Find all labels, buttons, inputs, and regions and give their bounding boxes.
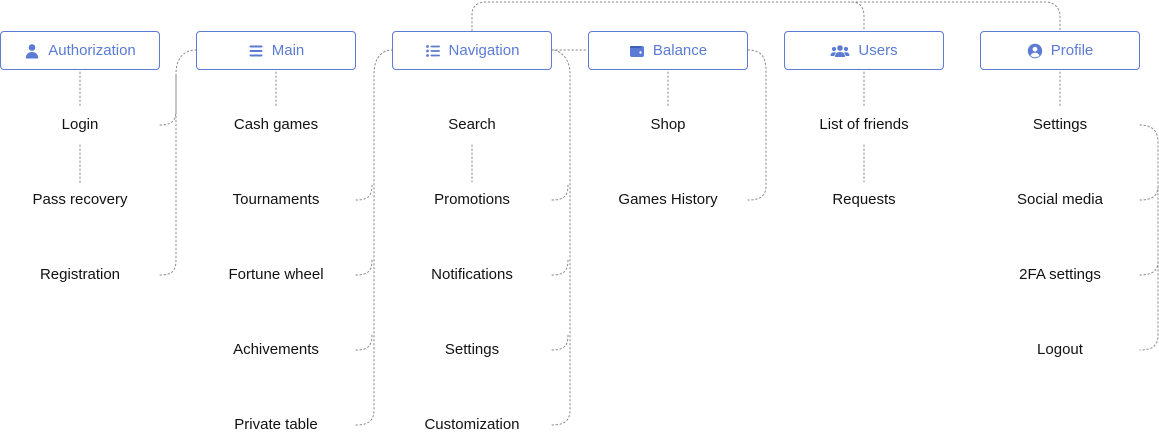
connector-main-to-navigation — [355, 49, 393, 426]
column-title: Profile — [1050, 42, 1094, 59]
column-main: Main Cash games Tournaments Fortune whee… — [196, 0, 356, 445]
list-item-settings[interactable]: Settings — [444, 341, 500, 358]
list-item-2fa-settings[interactable]: 2FA settings — [1019, 266, 1101, 283]
list-item-private-table[interactable]: Private table — [234, 416, 318, 433]
connector-profile-bracket — [1139, 124, 1159, 351]
connector-main-tick-1 — [355, 259, 373, 276]
list-item-requests[interactable]: Requests — [832, 191, 896, 208]
column-title: Main — [271, 42, 305, 59]
list-item-list-of-friends[interactable]: List of friends — [819, 116, 909, 133]
column-users: Users List of friends Requests — [784, 0, 944, 445]
authorization-header-button[interactable]: Authorization — [0, 31, 160, 70]
connector-auth-registration-bracket — [159, 73, 177, 276]
list-item-search[interactable]: Search — [448, 116, 496, 133]
list-item-promotions[interactable]: Promotions — [434, 191, 510, 208]
list-item-logout[interactable]: Logout — [1037, 341, 1083, 358]
list-item-tournaments[interactable]: Tournaments — [232, 191, 320, 208]
column-balance: Balance Shop Games History — [588, 0, 748, 445]
connector-main-tick-2 — [355, 334, 373, 351]
connector-auth-login-to-main — [159, 49, 197, 126]
users-icon — [830, 43, 850, 59]
balance-header-button[interactable]: Balance — [588, 31, 748, 70]
connector-profile-tick-2 — [1139, 260, 1159, 276]
list-item-pass-recovery[interactable]: Pass recovery — [32, 191, 128, 208]
list-item-registration[interactable]: Registration — [39, 266, 121, 283]
list-item-achivements[interactable]: Achivements — [233, 341, 319, 358]
column-title: Navigation — [448, 42, 520, 59]
list-icon — [425, 43, 441, 59]
list-item-cash-games[interactable]: Cash games — [233, 116, 319, 133]
connector-main-tick-0 — [355, 184, 373, 201]
wallet-icon — [629, 43, 645, 59]
list-item-customization[interactable]: Customization — [424, 416, 520, 433]
list-item-social-media[interactable]: Social media — [1017, 191, 1103, 208]
column-navigation: Navigation Search Promotions Notificatio… — [392, 0, 552, 445]
column-title: Balance — [652, 42, 708, 59]
list-item-login[interactable]: Login — [61, 116, 99, 133]
list-item-games-history[interactable]: Games History — [618, 191, 718, 208]
connector-profile-tick-1 — [1139, 185, 1159, 201]
users-header-button[interactable]: Users — [784, 31, 944, 70]
connector-navigation-tick-1 — [551, 259, 569, 276]
main-header-button[interactable]: Main — [196, 31, 356, 70]
connector-navigation-bracket — [551, 49, 571, 426]
column-profile: Profile Settings Social media 2FA settin… — [980, 0, 1140, 445]
list-item-shop[interactable]: Shop — [650, 116, 686, 133]
list-item-fortune-wheel[interactable]: Fortune wheel — [228, 266, 324, 283]
connector-navigation-tick-2 — [551, 334, 569, 351]
column-title: Users — [858, 42, 898, 59]
list-item-profile-settings[interactable]: Settings — [1032, 116, 1088, 133]
connector-top-arc — [471, 1, 1061, 32]
menu-lines-icon — [248, 43, 264, 59]
connector-navigation-tick-0 — [551, 184, 569, 201]
list-item-notifications[interactable]: Notifications — [431, 266, 513, 283]
user-icon — [24, 43, 40, 59]
user-circle-icon — [1027, 43, 1043, 59]
column-title: Authorization — [48, 42, 136, 59]
profile-header-button[interactable]: Profile — [980, 31, 1140, 70]
connector-balance-bracket — [747, 49, 767, 201]
navigation-header-button[interactable]: Navigation — [392, 31, 552, 70]
column-authorization: Authorization Login Pass recovery Regist… — [0, 0, 160, 445]
